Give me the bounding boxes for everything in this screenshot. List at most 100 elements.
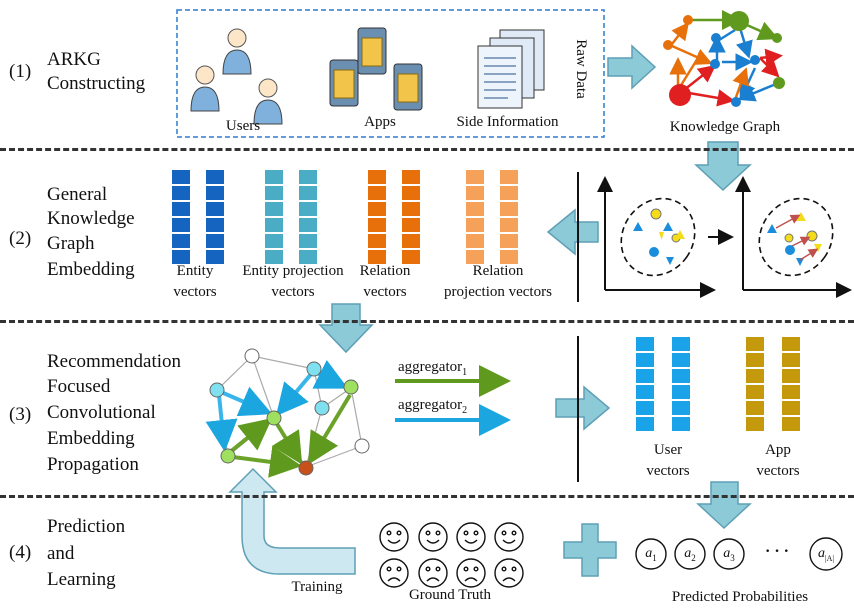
entity-label-2: vectors: [173, 284, 217, 300]
separator-3: [0, 495, 854, 498]
predicted-label: Predicted Probabilities: [671, 589, 809, 605]
user-vector-cell: [636, 417, 654, 431]
relation-vector-cell: [368, 250, 386, 264]
stage2-line4: Embedding: [47, 259, 135, 280]
stage1-line2: Constructing: [47, 73, 146, 94]
sad-face-icon: [379, 558, 409, 588]
app-vectors: [746, 337, 800, 431]
prob-alast: [809, 537, 843, 571]
relation-vector-cell: [402, 234, 420, 248]
users-icon: [190, 28, 283, 125]
relation-proj-vector-cell: [500, 250, 518, 264]
face-mouth: [387, 539, 401, 544]
face-eye: [511, 530, 517, 536]
user-vectors-label-1: User: [653, 442, 683, 458]
knowledge-graph: [663, 10, 785, 107]
ground-truth-label: Ground Truth: [408, 587, 492, 603]
entity-vector-cell: [172, 186, 190, 200]
entity-proj-vector-cell: [299, 218, 317, 232]
alast-text: a|A|: [818, 546, 834, 563]
face-mouth: [426, 577, 440, 582]
app-vector-cell: [746, 369, 764, 383]
relation-proj-vector-cell: [500, 186, 518, 200]
app-vector-cell: [746, 385, 764, 399]
app-vector-cell: [782, 385, 800, 399]
app-vector-cell: [746, 353, 764, 367]
relation-proj-vectors: [466, 170, 518, 264]
relation-proj-vector-cell: [500, 234, 518, 248]
app-vector-cell: [746, 337, 764, 351]
happy-face-icon: [456, 522, 486, 552]
face-eye: [435, 566, 441, 572]
relation-proj-vector-cell: [500, 218, 518, 232]
entity-proj-label-1: Entity projection: [242, 263, 344, 279]
entity-proj-vector-cell: [299, 250, 317, 264]
relation-vector-cell: [368, 186, 386, 200]
face-eye: [386, 530, 392, 536]
user-vector-cell: [672, 401, 690, 415]
stage3-line2: Focused: [47, 376, 111, 397]
relation-proj-label-1: Relation: [472, 263, 524, 279]
ground-truth-faces: [379, 522, 524, 588]
entity-proj-label-2: vectors: [271, 284, 315, 300]
entity-proj-vector-cell: [265, 218, 283, 232]
entity-proj-vector-cell: [265, 250, 283, 264]
dots-text: · · ·: [764, 543, 789, 560]
stage3-line1: Recommendation: [47, 351, 182, 372]
a1-text: a1: [645, 546, 657, 563]
user-vectors-label-2: vectors: [646, 463, 690, 479]
app-vector-cell: [782, 417, 800, 431]
relation-proj-vector-cell: [500, 170, 518, 184]
to-kg-arrow: [607, 44, 657, 90]
apps-label: Apps: [364, 114, 396, 130]
stage3-line4: Embedding: [47, 428, 135, 449]
face-eye: [425, 530, 431, 536]
plus-icon: [563, 523, 617, 577]
face-eye: [473, 566, 479, 572]
agg1-label: aggregator1: [398, 359, 468, 378]
user-vector-cell: [636, 353, 654, 367]
happy-face-icon: [379, 522, 409, 552]
relation-vector-cell: [402, 218, 420, 232]
documents-icon: [477, 29, 545, 109]
entity-proj-vector-cell: [265, 202, 283, 216]
user-vector-cell: [636, 369, 654, 383]
happy-face-icon: [494, 522, 524, 552]
face-eye: [511, 566, 517, 572]
raw-data-box: [176, 9, 605, 138]
face-eye: [501, 566, 507, 572]
app-vector-cell: [782, 369, 800, 383]
app-vectors-label-2: vectors: [756, 463, 800, 479]
prob-circles: [635, 537, 843, 571]
relation-proj-vector-cell: [466, 202, 484, 216]
embedding-axes: [597, 176, 852, 298]
propagation-graph: [205, 348, 370, 478]
cluster-after: [758, 197, 834, 277]
relation-label-1: Relation: [359, 263, 411, 279]
face-eye: [386, 566, 392, 572]
app-vector-cell: [782, 353, 800, 367]
sad-face-icon: [418, 558, 448, 588]
relation-proj-vector-cell: [466, 218, 484, 232]
stage3-line3: Convolutional: [47, 402, 156, 423]
entity-proj-vector-cell: [299, 170, 317, 184]
relation-vector-cell: [402, 250, 420, 264]
face-eye: [501, 530, 507, 536]
cluster-before: [620, 197, 696, 277]
stage2-line3: Graph: [47, 233, 95, 254]
knowledge-graph-label: Knowledge Graph: [669, 119, 781, 135]
separator-2: [0, 320, 854, 323]
stage4-num: (4): [9, 542, 32, 563]
face-eye: [396, 530, 402, 536]
left-arrow-2: [546, 208, 599, 256]
entity-proj-vector-cell: [299, 202, 317, 216]
face-eye: [463, 530, 469, 536]
face-eye: [435, 530, 441, 536]
user-vector-cell: [672, 385, 690, 399]
right-arrow-3: [555, 385, 611, 431]
relation-vector-cell: [402, 170, 420, 184]
stage2-line2: Knowledge: [47, 208, 135, 229]
stage4-line3: Learning: [47, 569, 116, 590]
stage4-line1: Prediction: [47, 516, 126, 537]
entity-vector-cell: [172, 250, 190, 264]
